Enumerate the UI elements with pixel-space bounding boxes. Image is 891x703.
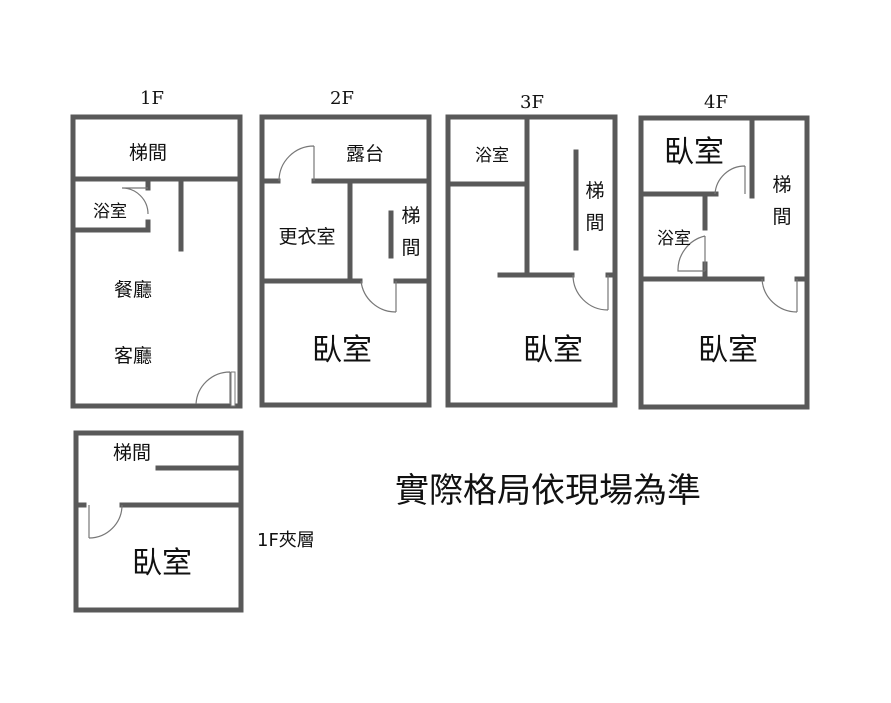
bath-door-4f	[677, 235, 706, 272]
room-label-stairs-bottom-2f: 間	[401, 237, 420, 259]
bath-door-1f	[121, 187, 149, 215]
floor-label-1f: 1F	[140, 88, 164, 109]
bedroom-top-door-4f	[714, 165, 746, 195]
room-label-stairs-bottom-3f: 間	[585, 212, 604, 234]
outer-wall-1f	[70, 114, 243, 409]
outer-wall-mezzanine	[73, 430, 244, 613]
room-label-stairs-mezzanine: 梯間	[113, 442, 151, 464]
room-label-bedroom-mezzanine: 臥室	[132, 546, 192, 581]
room-label-living-1f: 客廳	[114, 345, 152, 367]
outer-wall-2f	[259, 114, 432, 408]
bedroom-door-3f	[572, 274, 609, 311]
room-label-bedroom-top-4f: 臥室	[664, 135, 724, 170]
room-label-bedroom-2f: 臥室	[312, 333, 372, 368]
floor-3f: 3F 浴室 梯 間 臥室	[445, 92, 618, 408]
room-label-terrace-2f: 露台	[346, 143, 384, 165]
bedroom-door-mezzanine	[88, 504, 123, 539]
outer-wall-3f	[445, 114, 618, 408]
room-label-stairs-top-2f: 梯	[401, 205, 420, 227]
room-label-stairs-1f: 梯間	[129, 142, 167, 164]
floor-label-mezzanine: 1F夾層	[257, 530, 315, 551]
room-label-stairs-top-4f: 梯	[772, 174, 791, 196]
bedroom-door-2f	[360, 280, 397, 313]
layout-disclaimer: 實際格局依現場為準	[395, 471, 701, 511]
floor-label-3f: 3F	[520, 92, 544, 113]
room-label-bath-1f: 浴室	[93, 202, 127, 222]
entry-door-1f	[195, 371, 231, 405]
entry-door-opening-1f	[230, 371, 236, 407]
room-label-bedroom-4f: 臥室	[698, 333, 758, 368]
floor-4f: 4F 臥室 梯 間 浴室 臥室	[638, 92, 810, 410]
floor-label-4f: 4F	[704, 92, 728, 113]
room-label-stairs-top-3f: 梯	[585, 180, 604, 202]
room-label-bath-4f: 浴室	[657, 229, 691, 249]
outer-wall-4f	[638, 115, 810, 410]
terrace-door-2f	[278, 145, 315, 182]
room-label-bedroom-3f: 臥室	[523, 333, 583, 368]
room-label-closet-2f: 更衣室	[278, 226, 335, 248]
bedroom-door-4f	[761, 278, 798, 313]
room-label-stairs-bottom-4f: 間	[772, 206, 791, 228]
floor-2f: 2F 露台 更衣室 梯 間 臥室	[259, 88, 432, 408]
room-label-bath-3f: 浴室	[475, 146, 509, 166]
floor-label-2f: 2F	[330, 88, 354, 109]
floor-1f-mezzanine: 梯間 臥室 1F夾層	[73, 430, 315, 613]
floor-1f: 1F 梯間 浴室 餐廳 客廳	[70, 88, 243, 409]
room-label-dining-1f: 餐廳	[114, 279, 152, 301]
